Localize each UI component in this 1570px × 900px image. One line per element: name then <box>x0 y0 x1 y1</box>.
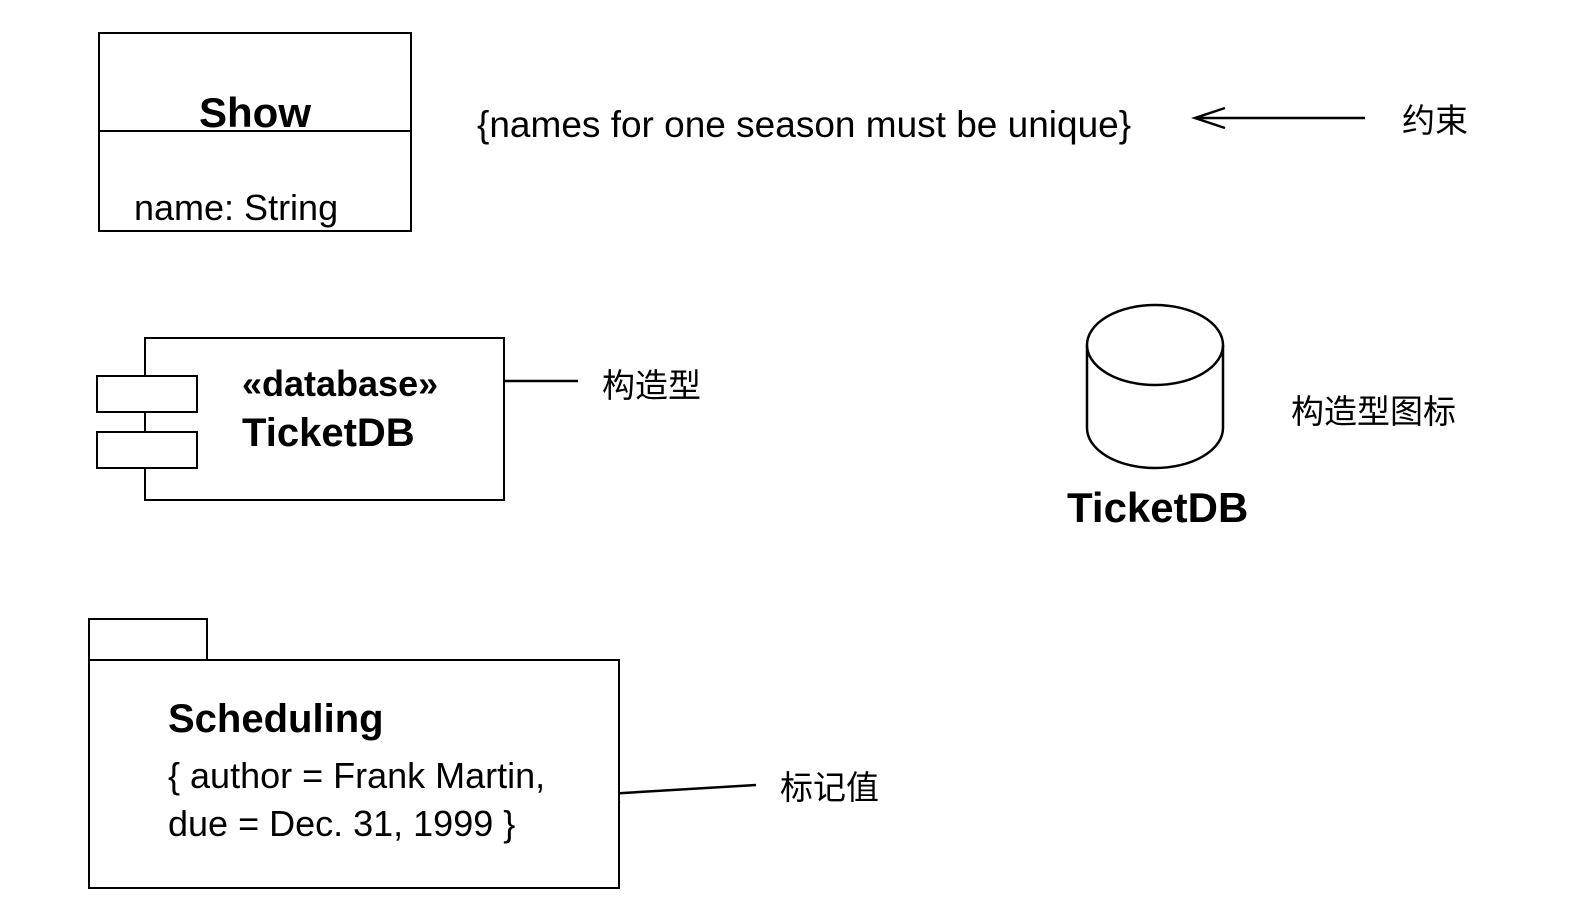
database-cylinder-icon <box>1085 303 1225 470</box>
package-tab <box>88 618 208 662</box>
component-box <box>144 337 505 501</box>
constraint-arrow-head <box>1191 106 1226 130</box>
constraint-label: 约束 <box>1402 101 1468 140</box>
constraint-text: {names for one season must be unique} <box>477 104 1132 145</box>
stereotype-text: «database» <box>242 363 439 404</box>
stereotype-label: 构造型 <box>602 366 701 405</box>
tagged-value-line-2: due = Dec. 31, 1999 } <box>168 803 516 844</box>
stereotype-icon-name: TicketDB <box>1067 484 1249 531</box>
component-tab-upper <box>96 375 198 413</box>
class-attribute: name: String <box>134 187 339 228</box>
class-name: Show <box>199 89 311 136</box>
package-body <box>88 659 620 889</box>
stereotype-icon-label: 构造型图标 <box>1291 392 1456 431</box>
package-name: Scheduling <box>168 697 384 741</box>
tagged-value-label: 标记值 <box>780 768 879 807</box>
class-divider <box>100 130 410 132</box>
component-tab-lower <box>96 431 198 469</box>
component-name: TicketDB <box>242 411 415 455</box>
class-show-box: Show name: String <box>98 32 412 232</box>
tagged-value-line-1: { author = Frank Martin, <box>168 755 546 796</box>
